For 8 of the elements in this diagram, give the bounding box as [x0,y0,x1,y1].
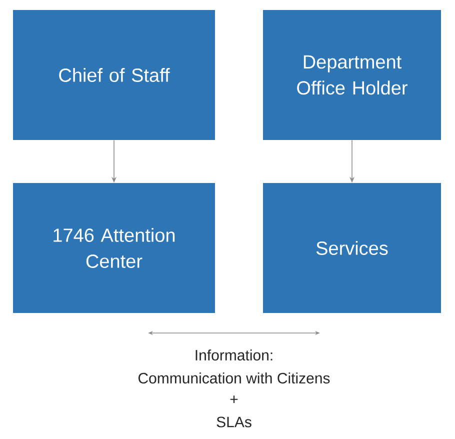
process-box: Department Office Holder [263,10,441,140]
note-text: SLAs [216,416,252,428]
process-box: 1746 Attention Center [13,183,215,313]
note-text: Communication with Citizens [138,372,330,384]
process-box: Services [263,183,441,313]
process-box: Chief of Staff [13,10,215,140]
note-text: Information: [196,350,272,360]
note-text: + [230,396,238,404]
